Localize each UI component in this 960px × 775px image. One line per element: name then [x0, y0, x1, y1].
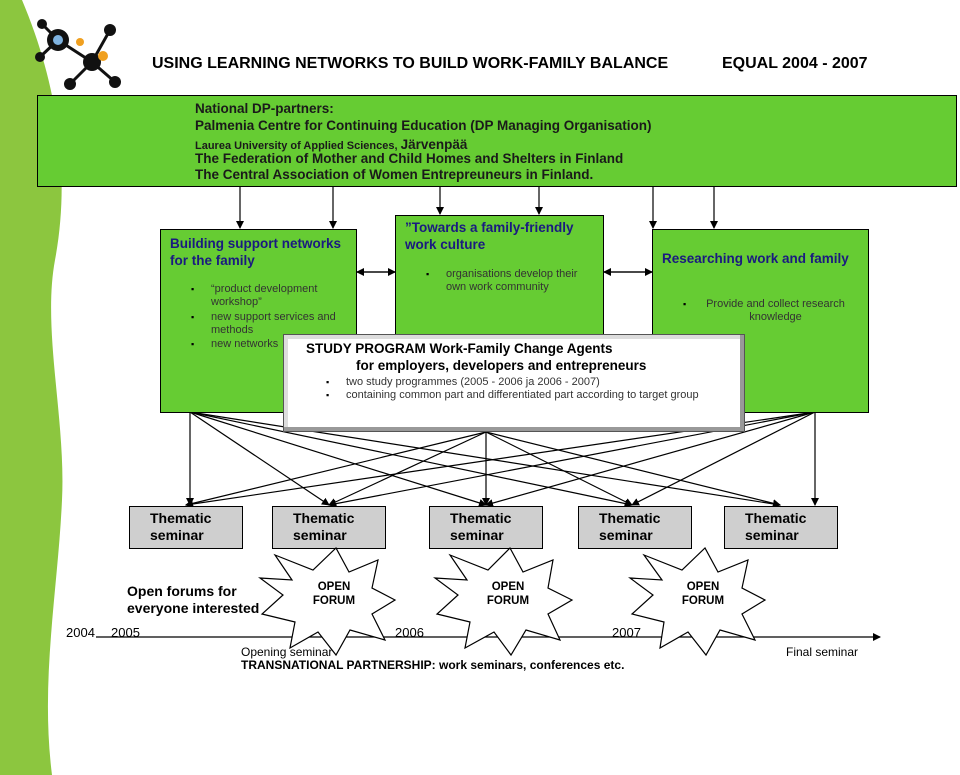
support-networks-title: Building support networks for the family	[170, 236, 341, 268]
study-program-title: STUDY PROGRAM Work-Family Change Agents	[306, 341, 613, 356]
program-period: EQUAL 2004 - 2007	[722, 55, 868, 72]
network-molecule-icon	[30, 12, 130, 97]
year-2007: 2007	[612, 625, 641, 640]
year-2004: 2004	[66, 625, 95, 640]
list-item: ▪new support services and methods	[191, 311, 336, 336]
decorative-stripe	[0, 0, 78, 775]
page-title: USING LEARNING NETWORKS TO BUILD WORK-FA…	[152, 55, 669, 72]
open-forum-starburst-1	[258, 547, 397, 657]
open-forum-label-2: OPEN FORUM	[486, 581, 530, 607]
open-forum-label-3: OPEN FORUM	[681, 581, 725, 607]
research-title: Researching work and family	[662, 251, 849, 266]
study-program-box: STUDY PROGRAM Work-Family Change Agents …	[283, 334, 745, 432]
open-forum-label-1: OPEN FORUM	[312, 581, 356, 607]
open-forums-label: Open forums for everyone interested	[127, 583, 260, 616]
support-networks-box: Building support networks for the family…	[160, 229, 357, 413]
thematic-seminar-3: Thematic seminar	[429, 506, 543, 549]
family-friendly-title: ”Towards a family-friendly work culture	[405, 220, 574, 252]
national-partners-box: National DP-partners: Palmenia Centre fo…	[37, 95, 957, 187]
thematic-seminar-5: Thematic seminar	[724, 506, 838, 549]
thematic-seminar-4: Thematic seminar	[578, 506, 692, 549]
list-item: ▪Provide and collect research knowledge	[683, 298, 845, 323]
final-seminar-label: Final seminar	[786, 645, 859, 659]
thematic-seminar-1: Thematic seminar	[129, 506, 243, 549]
partner-women-entrepreneurs: The Central Association of Women Entrepr…	[195, 167, 594, 182]
list-item: ▪containing common part and differentiat…	[326, 389, 699, 401]
year-2005: 2005	[111, 625, 140, 640]
partner-palmenia: Palmenia Centre for Continuing Education…	[195, 118, 652, 133]
list-item: ▪organisations develop their own work co…	[426, 268, 578, 293]
opening-seminar-label: Opening seminar	[241, 645, 333, 659]
family-friendly-box: ”Towards a family-friendly work culture …	[395, 215, 604, 335]
list-item: ▪“product development workshop”	[191, 283, 318, 308]
open-forum-starburst-2	[433, 547, 574, 657]
open-forum-starburst-3	[628, 547, 767, 657]
thematic-seminar-2: Thematic seminar	[272, 506, 386, 549]
study-program-subtitle: for employers, developers and entreprene…	[356, 358, 647, 373]
research-box: Researching work and family ▪Provide and…	[652, 229, 869, 413]
year-2006: 2006	[395, 625, 424, 640]
list-item: ▪new networks	[191, 338, 279, 350]
list-item: ▪two study programmes (2005 - 2006 ja 20…	[326, 376, 600, 388]
partners-heading: National DP-partners:	[195, 101, 334, 116]
partner-federation: The Federation of Mother and Child Homes…	[195, 151, 624, 166]
transnational-partnership-label: TRANSNATIONAL PARTNERSHIP: work seminars…	[241, 658, 625, 672]
partner-laurea: Laurea University of Applied Sciences, J…	[195, 137, 468, 152]
